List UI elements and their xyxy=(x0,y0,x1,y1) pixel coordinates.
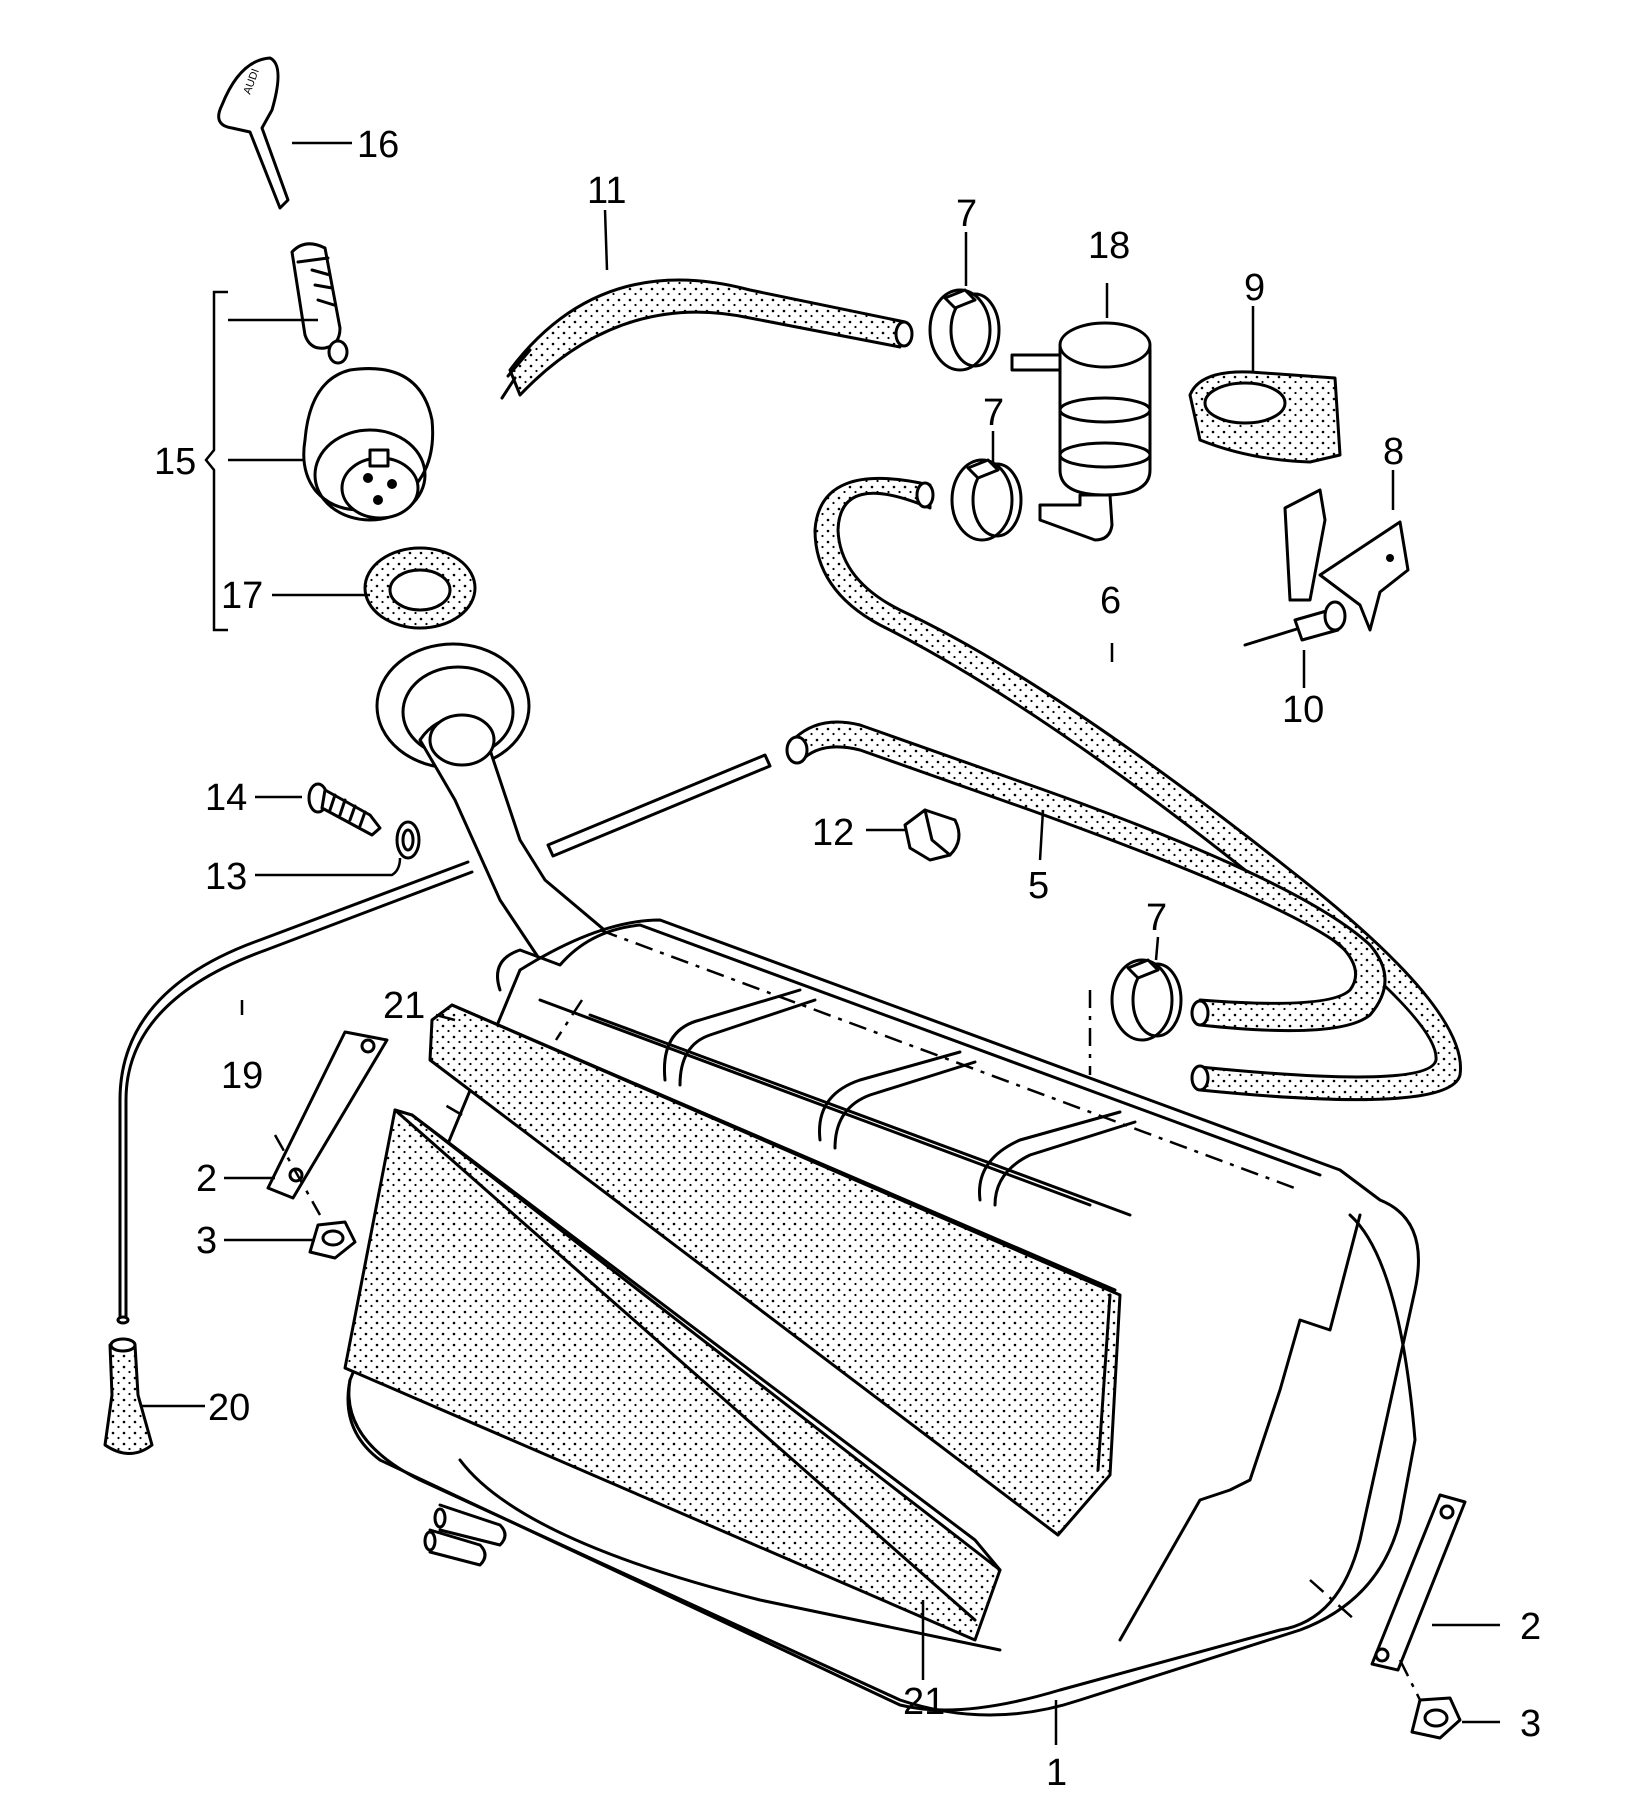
mount-bracket-part-9 xyxy=(1188,370,1342,464)
callout-21-lower: 21 xyxy=(903,1681,945,1723)
seal-ring-part-17 xyxy=(363,546,477,630)
callout-6: 6 xyxy=(1100,580,1121,622)
callout-20: 20 xyxy=(208,1387,250,1429)
vent-tube-part-19 xyxy=(116,753,772,1325)
hose-clamp-part-7-lower xyxy=(1110,958,1183,1042)
insulation-pad-part-21-upper xyxy=(428,1003,1122,1537)
bracket-15 xyxy=(204,290,228,632)
key-part-16: AUDI xyxy=(217,56,290,210)
nut-part-3-left xyxy=(308,1220,357,1260)
callout-3-right: 3 xyxy=(1520,1703,1541,1745)
assembly-line-left xyxy=(273,1134,322,1216)
strap-part-2-left xyxy=(266,1030,389,1200)
assembly-line-right xyxy=(1309,1579,1422,1701)
tube-cap-part-20 xyxy=(103,1337,154,1455)
callout-5: 5 xyxy=(1028,865,1049,907)
hose-part-6 xyxy=(813,477,1463,1102)
callout-10: 10 xyxy=(1282,689,1324,731)
clip-part-12 xyxy=(903,808,961,862)
callout-11: 11 xyxy=(587,170,626,212)
callout-16: 16 xyxy=(357,124,399,166)
clip-bracket-part-8 xyxy=(1283,488,1410,632)
callout-7-upper: 7 xyxy=(956,193,977,235)
callout-7-middle: 7 xyxy=(983,392,1004,434)
fuel-cap-assembly-part-15 xyxy=(290,242,435,522)
callout-17: 17 xyxy=(221,575,263,617)
assembly-line-pad xyxy=(444,1103,463,1117)
callout-7-lower: 7 xyxy=(1146,897,1167,939)
callout-3-left: 3 xyxy=(196,1220,217,1262)
nut-part-3-right xyxy=(1410,1696,1462,1740)
callout-2-right: 2 xyxy=(1520,1606,1541,1648)
callout-1: 1 xyxy=(1046,1752,1067,1794)
washer-part-13 xyxy=(395,820,421,860)
callout-9: 9 xyxy=(1244,267,1265,309)
leader-lines xyxy=(140,141,1500,1745)
hose-part-11 xyxy=(500,278,914,400)
callout-19: 19 xyxy=(221,1055,263,1097)
callout-21-upper: 21 xyxy=(383,985,425,1027)
screw-part-14 xyxy=(307,782,382,837)
callout-2-left: 2 xyxy=(196,1158,217,1200)
callout-13: 13 xyxy=(205,856,247,898)
callout-14: 14 xyxy=(205,777,247,819)
callout-18: 18 xyxy=(1088,225,1130,267)
insulation-pad-part-21-lower xyxy=(343,1108,1002,1642)
hose-clamp-part-7-middle xyxy=(950,458,1023,542)
callout-8: 8 xyxy=(1383,431,1404,473)
hose-clamp-part-7-upper xyxy=(928,288,1001,372)
vent-valve-part-18 xyxy=(1010,321,1152,542)
strap-part-2-right xyxy=(1370,1493,1467,1672)
hose-part-5 xyxy=(785,720,1387,1033)
assembly-line-tank-left xyxy=(554,999,584,1041)
callout-15: 15 xyxy=(154,441,196,483)
callout-12: 12 xyxy=(812,812,854,854)
pin-part-10 xyxy=(1243,600,1347,647)
